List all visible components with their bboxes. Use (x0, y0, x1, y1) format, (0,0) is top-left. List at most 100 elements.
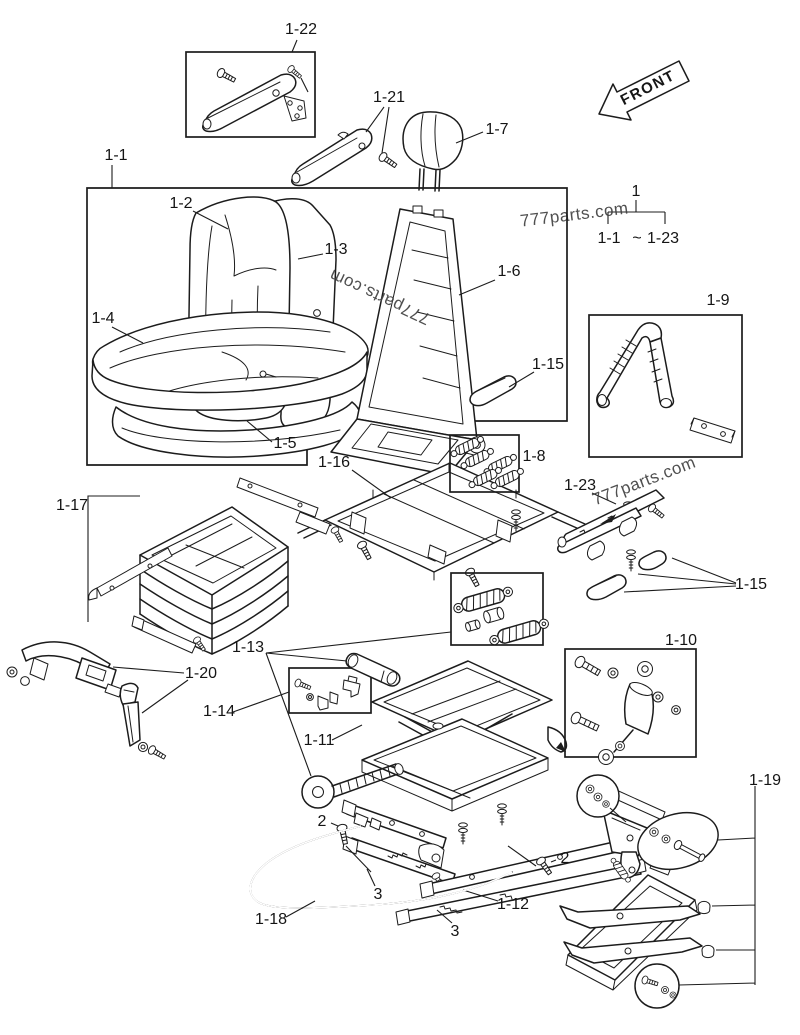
label-damper-kit: 1-10 (665, 632, 697, 649)
label-seat-assembly: 1-1 (104, 147, 127, 164)
suspension-frame (297, 462, 633, 589)
hardware-kit-box (288, 667, 372, 714)
knob-pad (469, 375, 517, 407)
label-hardware-kit: 1-14 (203, 703, 235, 720)
label-spring-kit: 1-13 (232, 639, 264, 656)
label-wire-rod: 1-18 (255, 911, 287, 928)
watermark-top: 777parts.com (519, 198, 630, 230)
leader-seat-frame (458, 279, 496, 296)
adjuster-handle (547, 726, 568, 753)
label-screw-right: 2 (561, 850, 570, 867)
leader-ratchet-rail (591, 492, 617, 505)
seat-cushion (91, 311, 369, 411)
leader-headrest (455, 131, 484, 144)
shock-absorber (598, 661, 655, 765)
spring-kit-box (448, 433, 526, 493)
label-ratchet-rail: 1-23 (564, 477, 596, 494)
headrest (402, 111, 464, 192)
leader-hardware-kit (232, 691, 290, 713)
leader-lower-cushion (246, 420, 273, 443)
leader-rail-lower (436, 909, 453, 924)
wire-rod (249, 825, 513, 909)
assembly-range-to: 1-23 (647, 230, 679, 247)
leader-backrest-cushion (192, 210, 229, 230)
label-seat-frame: 1-6 (497, 263, 520, 280)
seat-belt (6, 641, 168, 762)
armrest-kit-box (185, 51, 316, 138)
bellows-strap-left (88, 547, 173, 601)
label-knob-pad: 1-15 (532, 356, 564, 373)
assembly-range-from: 1-1 (597, 230, 620, 247)
label-spring-kit-box: 1-8 (522, 448, 545, 465)
leader-armrest-kit (291, 39, 298, 53)
upper-rail-assembly (341, 799, 456, 890)
floor-base (559, 874, 703, 991)
leader-rail-upper (366, 868, 376, 887)
bushing-small (465, 619, 481, 632)
damper-bolt-1 (574, 655, 602, 677)
assembly-range-tilde: ~ (632, 230, 641, 247)
spring-kit (345, 572, 552, 687)
leader-scissor-frame (331, 724, 363, 741)
assembly-reference: 1 1-1 ~ 1-23 (597, 183, 679, 247)
belt-guide-box (588, 314, 743, 458)
assembly-number: 1 (632, 183, 641, 200)
armrest-screw-1 (215, 66, 238, 86)
armrest-mount-plate (283, 77, 309, 122)
front-direction-arrow: FRONT (598, 60, 690, 121)
cap-nut-2 (701, 944, 715, 959)
bellows-strap-right (236, 477, 331, 535)
cross-bar-upper (559, 905, 701, 929)
lower-rail-assembly (395, 803, 647, 926)
bellows-assembly (87, 477, 331, 655)
leader-pad-kit (623, 557, 737, 593)
leader-slide-rail (462, 889, 499, 902)
label-backrest-shell: 1-3 (324, 241, 347, 258)
label-rail-upper: 3 (374, 886, 383, 903)
scissor-frame (361, 660, 568, 812)
damper-kit-box (564, 648, 697, 765)
detail-circle-washers (576, 774, 627, 823)
label-lower-cushion: 1-5 (273, 435, 296, 452)
cross-bar-lower (563, 937, 703, 964)
leader-seat-belt (112, 666, 189, 714)
label-suspension-frame: 1-16 (318, 454, 350, 471)
pad-kit (586, 549, 667, 601)
leader-screw-right (507, 845, 557, 867)
leader-knob-pad (508, 371, 535, 388)
leader-backrest-shell (297, 253, 324, 260)
detail-circle-bolt (634, 963, 680, 1009)
leader-suspension-frame (351, 469, 392, 499)
leader-wire-rod (285, 900, 316, 918)
armrest-bolt (376, 150, 399, 171)
label-headrest: 1-7 (485, 121, 508, 138)
leader-armrest (365, 106, 390, 154)
label-seat-cushion: 1-4 (91, 310, 114, 327)
label-pad-kit: 1-15 (735, 576, 767, 593)
label-bellows: 1-17 (56, 497, 88, 514)
leader-seat-cushion (111, 326, 144, 344)
label-scissor-frame: 1-11 (304, 732, 335, 749)
bracket-mount-group (678, 786, 756, 986)
armrest-assembly (291, 128, 399, 187)
label-belt-guide: 1-9 (706, 292, 729, 309)
bushing-large (483, 606, 505, 624)
label-mount-bracket-group: 1-19 (749, 772, 781, 789)
roller-cylinder (345, 652, 401, 687)
label-armrest: 1-21 (373, 89, 405, 106)
label-armrest-kit: 1-22 (285, 21, 317, 38)
seat-frame (330, 205, 486, 476)
leader-spring-kit (265, 631, 452, 777)
belt-guide-plate (689, 417, 736, 444)
leader-screw-left (330, 822, 372, 873)
cap-nut-1 (697, 900, 711, 915)
belt-anchor-hardware (6, 657, 49, 686)
label-seat-belt: 1-20 (185, 665, 217, 682)
bracket-bellows (87, 495, 140, 622)
belt-buckle (75, 657, 123, 698)
damper-bolt-2 (570, 711, 600, 732)
label-screw-left: 2 (318, 813, 327, 830)
belt-latch (119, 682, 168, 762)
